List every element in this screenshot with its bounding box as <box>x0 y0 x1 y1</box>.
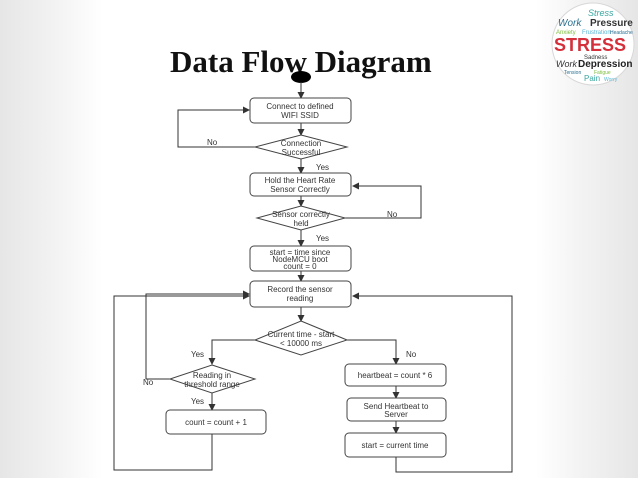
node-heartbeat-label: heartbeat = count * 6 <box>358 371 433 380</box>
edge-threshold-yes: Yes <box>191 397 204 406</box>
logo-word-8: Sadness <box>584 55 607 61</box>
node-connect-wifi <box>249 97 352 124</box>
stress-word-cloud-logo: Stress Work Pressure Anxiety Frustration… <box>550 2 636 86</box>
node-send-label-1: Send Heartbeat to <box>364 402 429 411</box>
decision-sensor-label-1: Sensor correctly <box>272 210 330 219</box>
node-send-heartbeat <box>346 397 447 422</box>
node-record-reading <box>249 280 352 308</box>
node-start-time-label-2: NodeMCU boot <box>272 255 328 264</box>
node-start-time-label-3: count = 0 <box>283 262 317 271</box>
node-count-increment-label: count = count + 1 <box>185 418 247 427</box>
decision-threshold-label-1: Reading in <box>193 371 231 380</box>
node-connect-wifi-label-2: WIFI SSID <box>281 111 319 120</box>
logo-word-12: Fatigue <box>594 70 611 76</box>
decision-time-label-2: < 10000 ms <box>280 339 322 348</box>
start-terminal <box>291 71 311 83</box>
logo-word-1: Stress <box>588 8 614 18</box>
edge-time-no: No <box>406 350 417 359</box>
logo-word-5: Frustration <box>582 30 611 36</box>
decision-time-label-1: Current time - start <box>268 330 335 339</box>
edge-connection-no: No <box>207 138 218 147</box>
decision-time-check <box>253 320 349 356</box>
decision-connection-successful <box>253 134 349 160</box>
logo-word-9: Work <box>556 59 577 69</box>
logo-word-10: Depression <box>578 59 632 70</box>
logo-word-6: Headache <box>610 30 633 36</box>
node-heartbeat <box>344 363 447 387</box>
node-send-label-2: Server <box>384 410 408 419</box>
decision-sensor-held <box>255 205 347 231</box>
node-hold-sensor <box>249 172 352 197</box>
node-count-increment <box>165 409 267 435</box>
node-record-label-2: reading <box>287 294 314 303</box>
logo-word-4: Anxiety <box>556 30 576 36</box>
node-connect-wifi-label-1: Connect to defined <box>266 102 333 111</box>
node-start-time <box>249 245 352 272</box>
edge-sensor-no: No <box>387 210 398 219</box>
node-hold-sensor-label-2: Sensor Correctly <box>270 185 330 194</box>
connectors <box>113 82 513 473</box>
node-reset-start-label: start = current time <box>362 441 429 450</box>
decision-threshold <box>168 364 257 394</box>
edge-threshold-no: No <box>143 378 154 387</box>
logo-word-2: Work <box>558 18 582 29</box>
edge-sensor-yes: Yes <box>316 234 329 243</box>
edge-connection-yes: Yes <box>316 163 329 172</box>
node-reset-start <box>344 432 447 458</box>
logo-word-14: Worry <box>604 77 618 83</box>
edge-time-yes: Yes <box>191 350 204 359</box>
logo-word-11: Tension <box>564 70 581 76</box>
decision-sensor-label-2: held <box>293 219 308 228</box>
logo-word-7: STRESS <box>554 35 626 55</box>
logo-word-13: Pain <box>584 74 600 83</box>
decision-connection-label-1: Connection <box>281 139 321 148</box>
decision-threshold-label-2: threshold range <box>184 380 240 389</box>
node-hold-sensor-label-1: Hold the Heart Rate <box>265 176 336 185</box>
node-start-time-label-1: start = time since <box>270 248 331 257</box>
decision-connection-label-2: Successful <box>282 148 321 157</box>
node-record-label-1: Record the sensor <box>267 285 333 294</box>
logo-word-3: Pressure <box>590 18 633 29</box>
